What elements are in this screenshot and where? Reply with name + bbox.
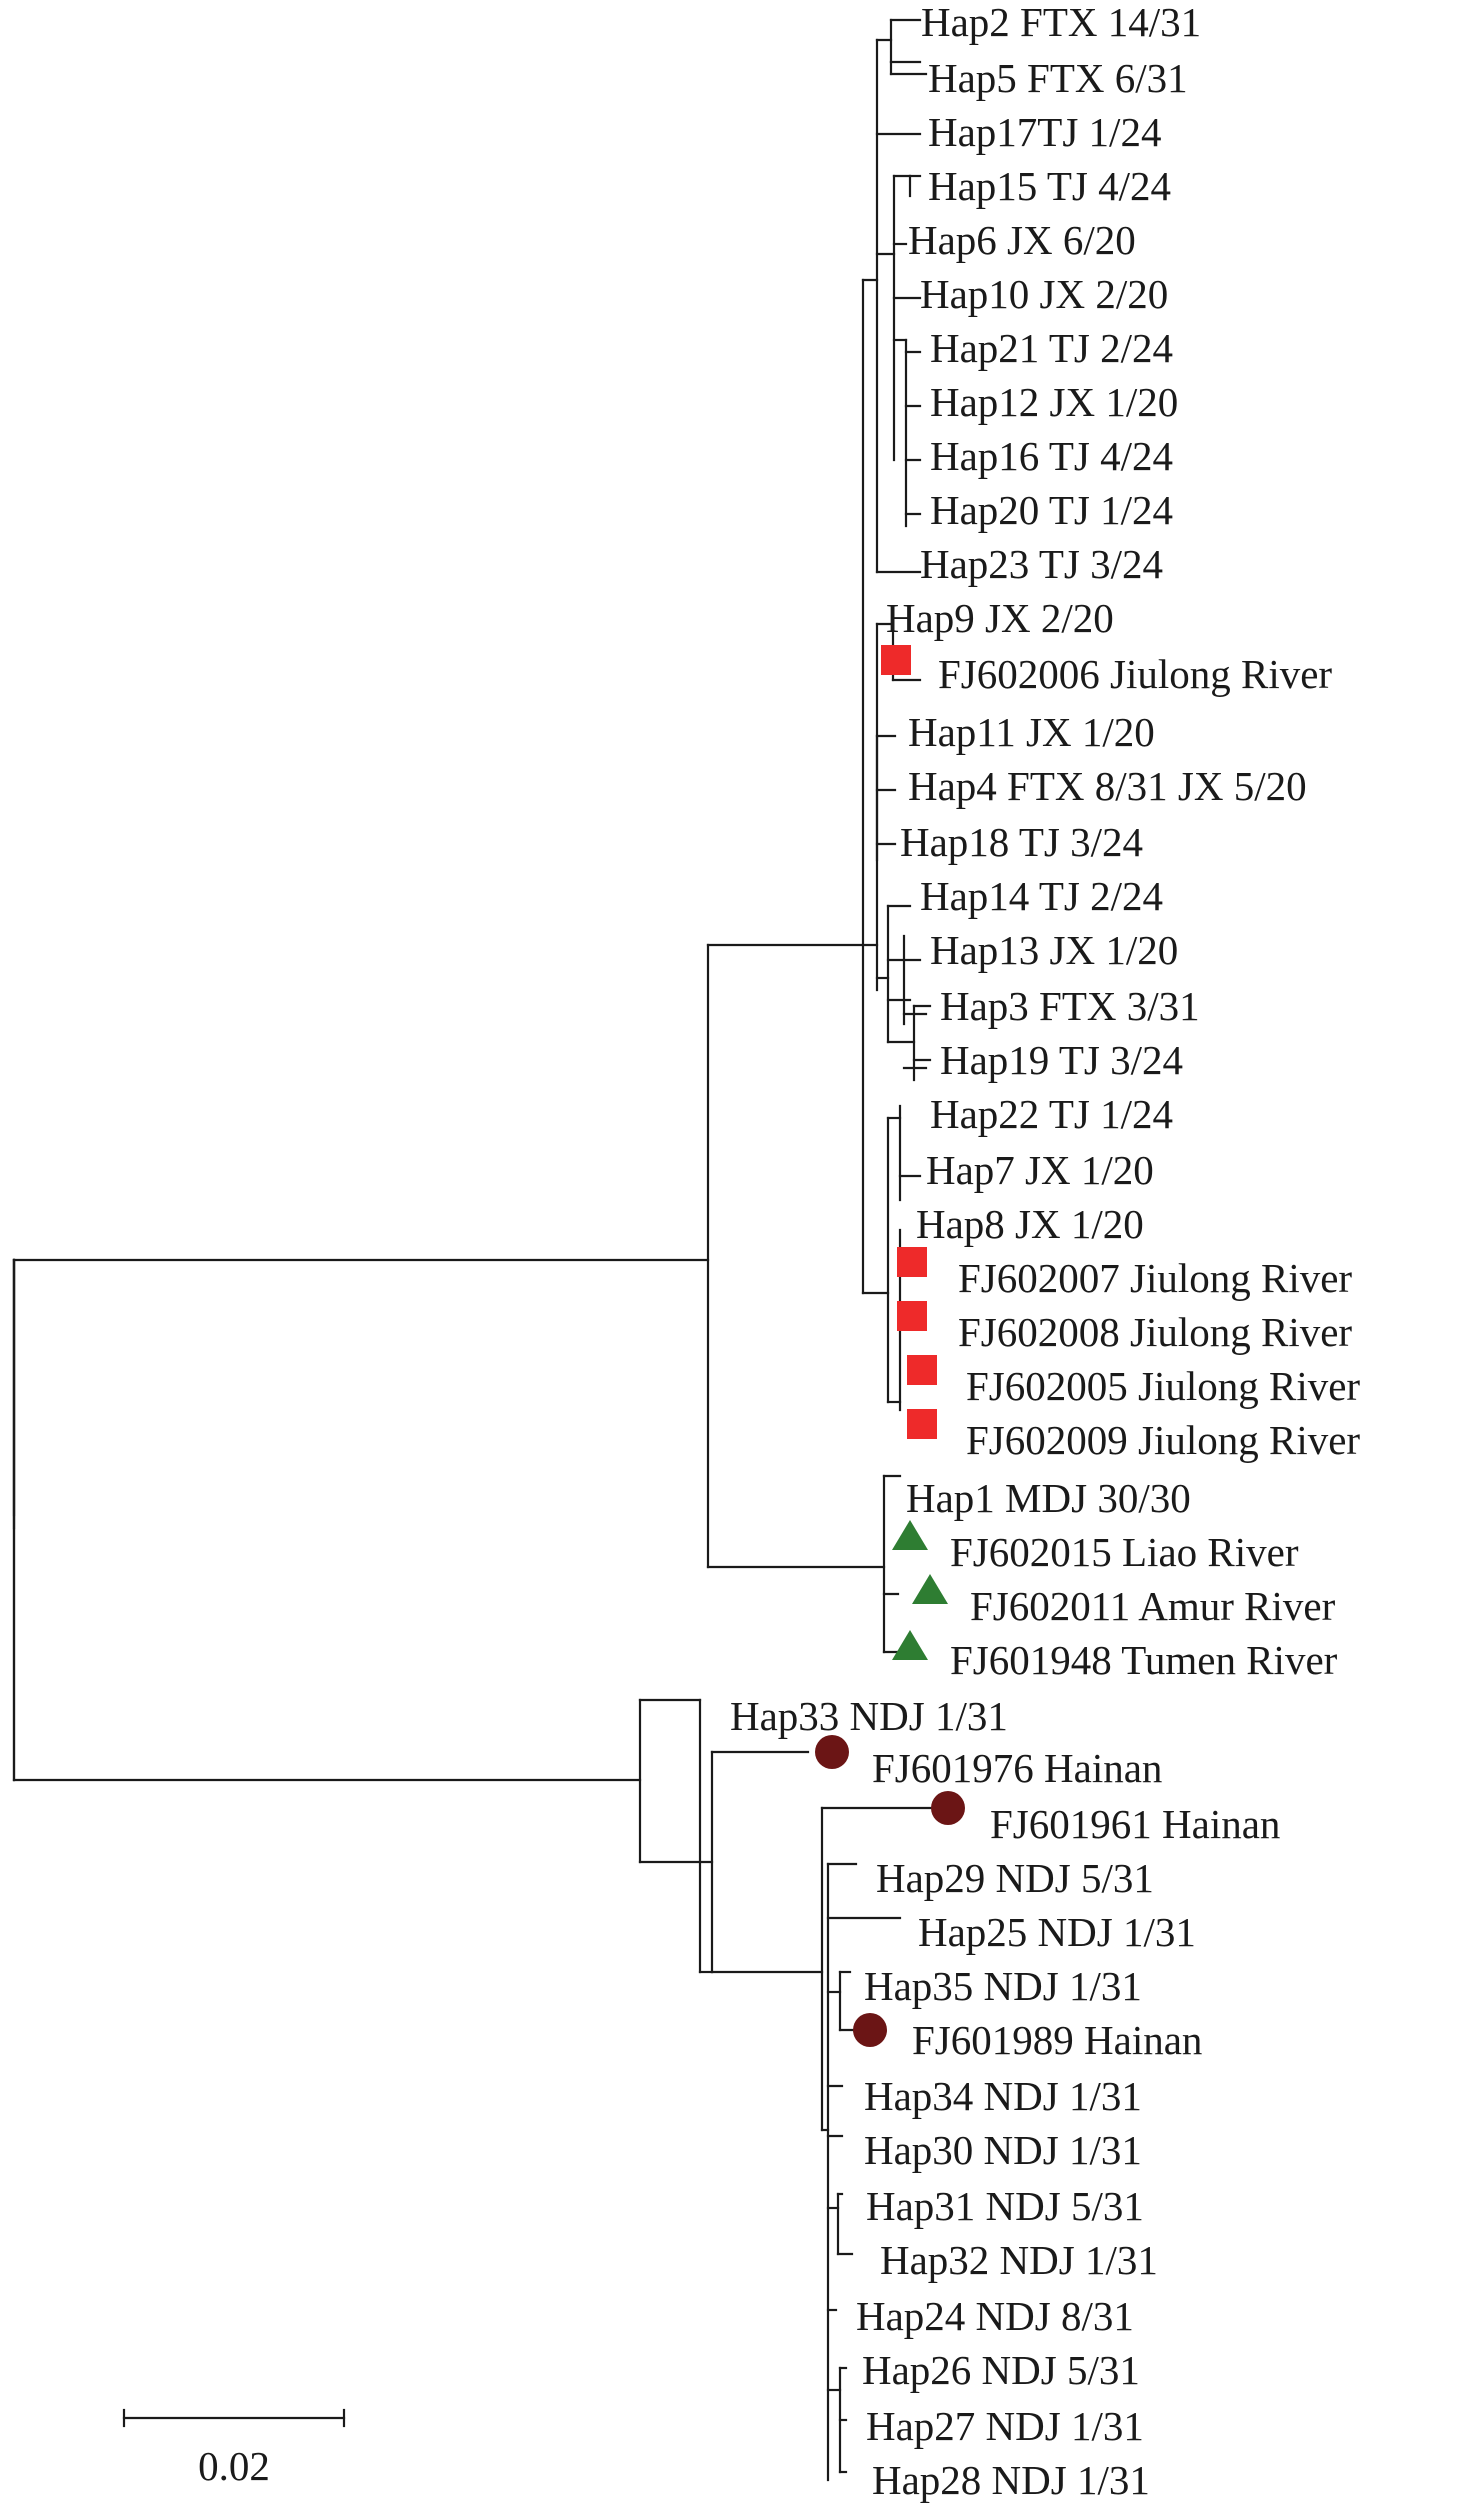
tree-branches [12, 18, 938, 2482]
taxon-label-hap14: Hap14 TJ 2/24 [920, 873, 1163, 919]
taxon-label-fj602008: FJ602008 Jiulong River [958, 1309, 1352, 1355]
taxon-label-hap29: Hap29 NDJ 5/31 [876, 1855, 1154, 1901]
red-square-marker [907, 1355, 937, 1385]
red-square-marker [881, 645, 911, 675]
scale-bar: 0.02 [122, 2408, 346, 2489]
taxon-label-fj601976: FJ601976 Hainan [872, 1745, 1162, 1791]
taxon-label-hap18: Hap18 TJ 3/24 [900, 819, 1143, 865]
taxon-label-hap28: Hap28 NDJ 1/31 [872, 2457, 1150, 2503]
taxon-label-hap1: Hap1 MDJ 30/30 [906, 1475, 1191, 1521]
taxon-label-hap13: Hap13 JX 1/20 [930, 927, 1178, 973]
taxon-label-fj602007: FJ602007 Jiulong River [958, 1255, 1352, 1301]
taxon-label-hap27: Hap27 NDJ 1/31 [866, 2403, 1144, 2449]
taxon-markers [815, 645, 965, 2047]
taxon-label-hap26: Hap26 NDJ 5/31 [862, 2347, 1140, 2393]
taxon-label-fj602005: FJ602005 Jiulong River [966, 1363, 1360, 1409]
taxon-label-hap12: Hap12 JX 1/20 [930, 379, 1178, 425]
green-triangle-marker [892, 1630, 928, 1660]
taxon-label-fj602015: FJ602015 Liao River [950, 1529, 1299, 1575]
red-square-marker [897, 1247, 927, 1277]
taxon-label-hap24: Hap24 NDJ 8/31 [856, 2293, 1134, 2339]
maroon-circle-marker [853, 2013, 887, 2047]
taxon-label-hap5: Hap5 FTX 6/31 [928, 55, 1188, 101]
taxon-label-hap25: Hap25 NDJ 1/31 [918, 1909, 1196, 1955]
taxon-label-hap35: Hap35 NDJ 1/31 [864, 1963, 1142, 2009]
taxon-label-fj602009: FJ602009 Jiulong River [966, 1417, 1360, 1463]
taxon-label-hap3: Hap3 FTX 3/31 [940, 983, 1200, 1029]
taxon-label-hap9: Hap9 JX 2/20 [886, 595, 1114, 641]
maroon-circle-marker [931, 1791, 965, 1825]
taxon-label-hap8: Hap8 JX 1/20 [916, 1201, 1144, 1247]
taxon-label-fj602006: FJ602006 Jiulong River [938, 651, 1332, 697]
taxon-label-hap2: Hap2 FTX 14/31 [921, 0, 1201, 45]
green-triangle-marker [912, 1574, 948, 1604]
taxon-label-hap7: Hap7 JX 1/20 [926, 1147, 1154, 1193]
taxon-label-hap15: Hap15 TJ 4/24 [928, 163, 1171, 209]
taxon-label-fj601961: FJ601961 Hainan [990, 1801, 1280, 1847]
taxon-label-hap30: Hap30 NDJ 1/31 [864, 2127, 1142, 2173]
red-square-marker [897, 1301, 927, 1331]
red-square-marker [907, 1409, 937, 1439]
taxon-label-hap10: Hap10 JX 2/20 [920, 271, 1168, 317]
maroon-circle-marker [815, 1735, 849, 1769]
taxon-label-hap32: Hap32 NDJ 1/31 [880, 2237, 1158, 2283]
taxon-label-hap19: Hap19 TJ 3/24 [940, 1037, 1183, 1083]
taxon-label-hap16: Hap16 TJ 4/24 [930, 433, 1173, 479]
taxon-label-hap23: Hap23 TJ 3/24 [920, 541, 1163, 587]
taxon-label-hap11: Hap11 JX 1/20 [908, 709, 1155, 755]
taxon-label-hap20: Hap20 TJ 1/24 [930, 487, 1173, 533]
taxon-label-hap4: Hap4 FTX 8/31 JX 5/20 [908, 763, 1307, 809]
taxon-label-hap17: Hap17TJ 1/24 [928, 109, 1161, 155]
taxon-label-hap31: Hap31 NDJ 5/31 [866, 2183, 1144, 2229]
taxon-label-hap21: Hap21 TJ 2/24 [930, 325, 1173, 371]
taxon-label-fj601989: FJ601989 Hainan [912, 2017, 1202, 2063]
taxon-label-hap34: Hap34 NDJ 1/31 [864, 2073, 1142, 2119]
green-triangle-marker [892, 1520, 928, 1550]
taxon-label-hap22: Hap22 TJ 1/24 [930, 1091, 1173, 1137]
taxon-label-fj601948: FJ601948 Tumen River [950, 1637, 1338, 1683]
scale-bar-label: 0.02 [198, 2443, 270, 2489]
taxon-label-fj602011: FJ602011 Amur River [970, 1583, 1336, 1629]
taxon-label-hap6: Hap6 JX 6/20 [908, 217, 1136, 263]
taxon-label-hap33: Hap33 NDJ 1/31 [730, 1693, 1008, 1739]
